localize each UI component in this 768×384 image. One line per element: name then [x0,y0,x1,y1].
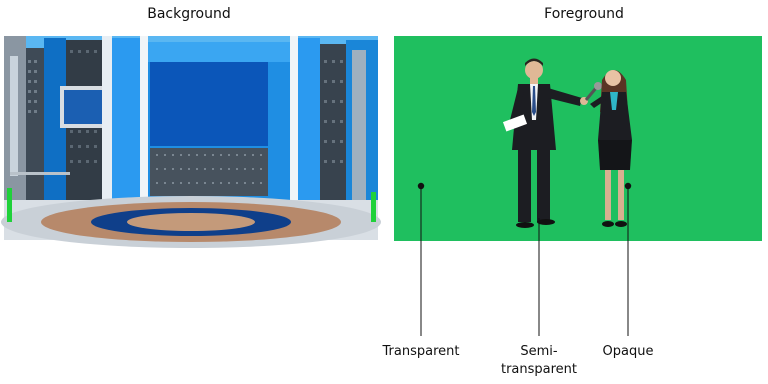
callout-transparent [417,182,425,336]
label-semi-transparent-line1: Semi- [520,344,558,359]
studio-background-image [1,36,381,248]
background-title: Background [147,6,231,22]
woman-figure [590,70,632,227]
foreground-green-screen [394,36,762,241]
label-opaque: Opaque [602,344,654,359]
microphone [584,82,602,101]
callout-opaque [624,182,632,336]
label-transparent: Transparent [382,344,460,359]
foreground-title: Foreground [544,6,624,22]
man-figure [502,58,588,228]
label-semi-transparent-line2: transparent [500,362,578,377]
